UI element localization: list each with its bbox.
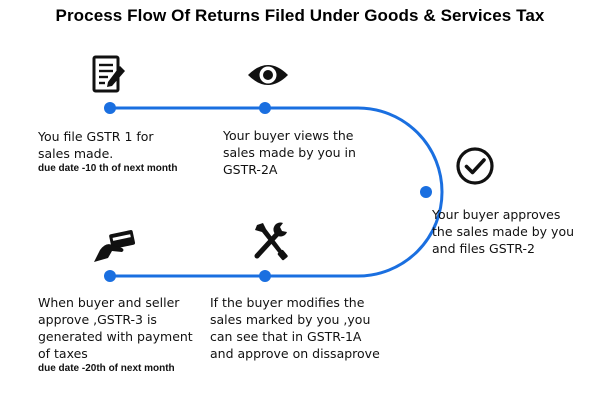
hand-card-icon [92, 228, 138, 269]
step-2-dot [259, 102, 271, 114]
step-3-line-3: and files GSTR-2 [432, 241, 535, 256]
step-3-text: Your buyer approves the sales made by yo… [432, 206, 574, 257]
step-4-line-2: sales marked by you ,you [210, 312, 371, 327]
step-4-line-1: If the buyer modifies the [210, 295, 365, 310]
step-5-due-date: due date -20th of next month [38, 363, 175, 374]
step-1-text: You file GSTR 1 for sales made. due date… [38, 128, 177, 176]
step-5-line-4: of taxes [38, 346, 88, 361]
step-5-line-2: approve ,GSTR-3 is [38, 312, 157, 327]
step-1-line-2: sales made. [38, 146, 114, 161]
step-5-line-3: generated with payment [38, 329, 193, 344]
step-3-line-1: Your buyer approves [432, 207, 561, 222]
step-1-due-date: due date -10 th of next month [38, 163, 178, 174]
checkmark-circle-icon [455, 146, 495, 191]
step-4-line-3: can see that in GSTR-1A [210, 329, 362, 344]
step-4-dot [259, 270, 271, 282]
step-2-line-1: Your buyer views the [223, 128, 354, 143]
step-4-text: If the buyer modifies the sales marked b… [210, 294, 380, 362]
step-5-dot [104, 270, 116, 282]
step-2-line-3: GSTR-2A [223, 162, 278, 177]
step-1-dot [104, 102, 116, 114]
document-pen-icon [90, 54, 128, 101]
step-4-line-4: and approve on dissaprove [210, 346, 380, 361]
step-5-line-1: When buyer and seller [38, 295, 180, 310]
eye-icon [246, 60, 290, 95]
step-2-text: Your buyer views the sales made by you i… [223, 127, 356, 178]
step-3-line-2: the sales made by you [432, 224, 575, 239]
step-3-dot [420, 186, 432, 198]
page-title: Process Flow Of Returns Filed Under Good… [55, 6, 545, 25]
step-1-line-1: You file GSTR 1 for [38, 129, 154, 144]
tools-icon [250, 220, 290, 267]
step-5-text: When buyer and seller approve ,GSTR-3 is… [38, 294, 193, 376]
step-2-line-2: sales made by you in [223, 145, 356, 160]
